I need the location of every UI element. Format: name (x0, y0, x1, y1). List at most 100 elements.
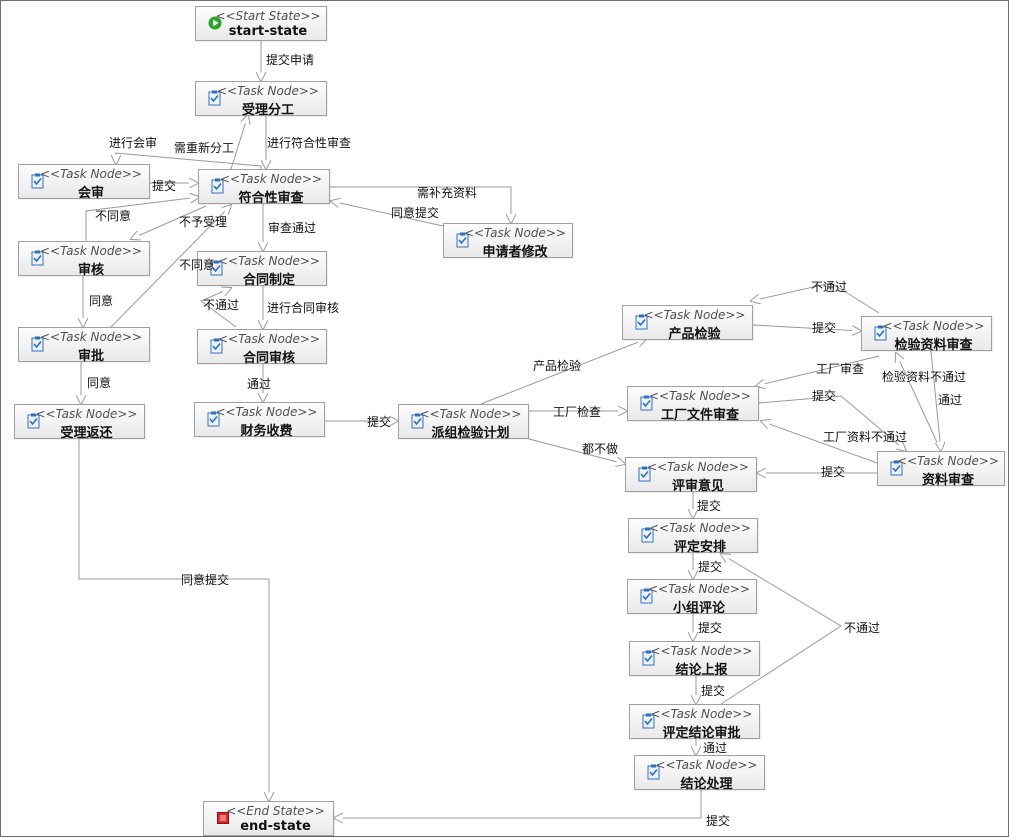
edge-label: 需补充资料 (417, 186, 478, 200)
start-state-node[interactable]: <<Start State>> start-state (195, 6, 327, 41)
node-label: 评定结论审批 (662, 726, 741, 741)
edge-fh-to-shk (131, 205, 207, 239)
edge-label: 不通过 (844, 621, 881, 635)
task-icon (641, 527, 655, 543)
task-node-shenhe[interactable]: <<Task Node>> 审核 (18, 241, 150, 278)
edge-jyzl-to-zlsc (930, 350, 941, 451)
node-stereotype: <<Task Node>> (650, 707, 753, 721)
task-node-ziliao-shencha[interactable]: <<Task Node>> 资料审查 (877, 451, 1005, 488)
node-label: 评定安排 (673, 540, 726, 555)
task-node-pingding-anpai[interactable]: <<Task Node>> 评定安排 (628, 518, 758, 555)
task-icon (642, 713, 656, 729)
edge-fh-to-sq (329, 186, 511, 223)
task-node-jielun-chuli[interactable]: <<Task Node>> 结论处理 (634, 755, 765, 792)
edge-label: 提交 (701, 684, 726, 698)
edge-pdjl-to-pdap (721, 554, 842, 705)
node-label: end-state (240, 819, 311, 834)
node-label: 结论处理 (680, 777, 733, 792)
task-icon (635, 314, 649, 330)
edge-label: 提交 (706, 814, 731, 828)
task-node-pingding-jielun-shenpi[interactable]: <<Task Node>> 评定结论审批 (629, 704, 760, 741)
edge-label: 提交 (812, 389, 837, 403)
edge-label: 提交 (821, 465, 846, 479)
task-node-hetong-zhiding[interactable]: <<Task Node>> 合同制定 (197, 251, 327, 288)
node-stereotype: <<Task Node>> (40, 167, 142, 181)
task-node-paizu-jianyan-jihua[interactable]: <<Task Node>> 派组检验计划 (398, 404, 529, 441)
task-node-jielun-shangbao[interactable]: <<Task Node>> 结论上报 (629, 641, 760, 678)
task-icon (208, 90, 222, 106)
node-label: 申请者修改 (482, 245, 548, 260)
node-stereotype: <<Task Node>> (218, 254, 320, 268)
task-node-shouli-fengong[interactable]: <<Task Node>> 受理分工 (195, 81, 327, 118)
node-label: 合同审核 (242, 351, 295, 366)
task-node-xiaozu-pinglun[interactable]: <<Task Node>> 小组评论 (627, 579, 757, 616)
edge-shp-to-fh (110, 205, 231, 328)
task-icon (207, 411, 221, 427)
edge-slfh-to-end (78, 439, 269, 801)
task-node-jianyan-ziliao-shencha[interactable]: <<Task Node>> 检验资料审查 (861, 316, 992, 353)
node-label: 审批 (77, 349, 104, 364)
task-icon (210, 338, 224, 354)
node-stereotype: <<Task Node>> (643, 308, 746, 322)
node-label: 派组检验计划 (431, 426, 510, 441)
node-stereotype: <<Task Node>> (35, 407, 138, 421)
task-icon (642, 650, 656, 666)
edge-label: 提交 (698, 621, 723, 635)
edge-label: 不予受理 (179, 215, 228, 229)
task-node-pingshen-yijian[interactable]: <<Task Node>> 评审意见 (625, 457, 757, 494)
edge-label: 提交申请 (266, 53, 315, 67)
task-node-hetong-shenhe[interactable]: <<Task Node>> 合同审核 (197, 329, 327, 366)
node-stereotype: <<Task Node>> (419, 407, 522, 421)
node-label: 产品检验 (668, 327, 721, 342)
edge-label: 同意提交 (391, 206, 440, 220)
node-label: 工厂文件审查 (660, 408, 739, 423)
edge-htsh-to-htzd (200, 288, 237, 328)
task-icon (640, 588, 654, 604)
edge-label: 不通过 (811, 280, 848, 294)
node-label: 符合性审查 (238, 191, 304, 206)
task-icon (27, 413, 41, 429)
end-icon (216, 810, 230, 826)
task-node-chanpin-jianyan[interactable]: <<Task Node>> 产品检验 (622, 305, 753, 342)
edge-gcwj-to-zlsc (758, 395, 906, 451)
edge-label: 产品检验 (533, 359, 582, 373)
edge-label: 同意 (87, 376, 112, 390)
task-icon (411, 413, 425, 429)
task-node-huishen[interactable]: <<Task Node>> 会审 (18, 164, 150, 201)
edge-label: 不同意 (179, 258, 216, 272)
task-icon (638, 466, 652, 482)
node-stereotype: <<Task Node>> (649, 521, 751, 535)
node-stereotype: <<Task Node>> (648, 582, 750, 596)
node-stereotype: <<Task Node>> (40, 244, 142, 258)
task-node-fuhexing-shencha[interactable]: <<Task Node>> 符合性审查 (198, 169, 330, 206)
node-label: 资料审查 (921, 473, 974, 488)
edge-label: 审查通过 (268, 221, 317, 235)
task-node-gongchang-wenjian-shencha[interactable]: <<Task Node>> 工厂文件审查 (627, 386, 759, 423)
edge-label: 进行会审 (109, 136, 158, 150)
edge-zlsc-to-gcwj (756, 355, 880, 386)
end-state-node[interactable]: <<End State>> end-state (203, 801, 334, 836)
edge-pzjy-to-cpjy (480, 339, 646, 405)
task-node-shenqingzhe-xiugai[interactable]: <<Task Node>> 申请者修改 (443, 223, 573, 260)
node-stereotype: <<Task Node>> (897, 454, 999, 468)
node-stereotype: <<Task Node>> (649, 389, 751, 403)
node-stereotype: <<Task Node>> (882, 319, 985, 333)
node-label: 会审 (77, 186, 104, 201)
task-icon (31, 173, 45, 189)
node-label: 审核 (77, 263, 104, 278)
edge-label: 不同意 (95, 209, 132, 223)
node-stereotype: <<Task Node>> (655, 758, 758, 772)
node-stereotype: <<Task Node>> (647, 460, 749, 474)
edge-cpjy-to-jyzl (752, 324, 861, 331)
task-node-shouli-fanhuan[interactable]: <<Task Node>> 受理返还 (14, 404, 145, 441)
edge-zlsc-to-gcwj2 (761, 421, 878, 464)
task-node-caiwu-shoufei[interactable]: <<Task Node>> 财务收费 (194, 402, 325, 439)
task-icon (456, 232, 470, 248)
task-node-shenpi[interactable]: <<Task Node>> 审批 (18, 327, 150, 364)
edge-jyzl-to-cpjy (751, 282, 880, 314)
node-label: 检验资料审查 (894, 338, 973, 353)
start-icon (208, 15, 222, 31)
node-label: 结论上报 (675, 663, 728, 678)
